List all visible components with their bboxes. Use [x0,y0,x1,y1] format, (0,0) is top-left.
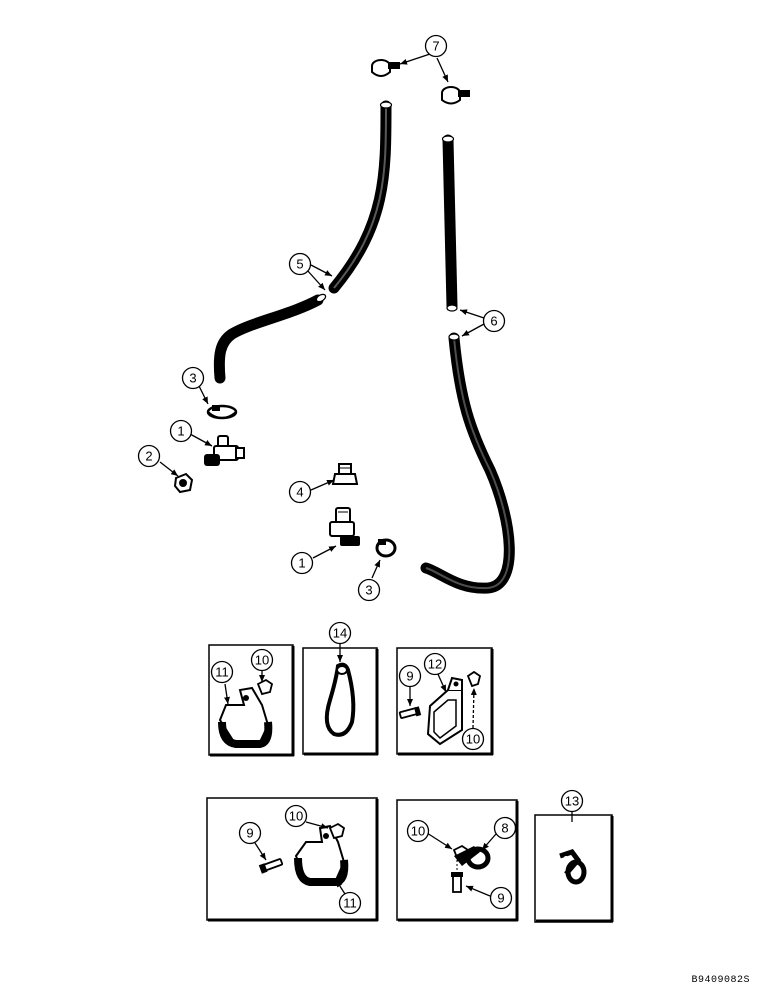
callout-label: 2 [145,449,152,464]
callout-label: 9 [406,669,413,684]
callout-1a: 1 [169,419,193,443]
callout-9c: 9 [489,886,513,910]
callout-label: 11 [215,665,229,680]
callout-label: 3 [365,583,372,598]
callout-7: 7 [424,34,448,58]
callout-12: 12 [423,652,447,676]
callout-5: 5 [288,252,312,276]
callout-9b: 9 [238,821,262,845]
hose-clamp-7b [441,86,470,105]
hose-6-upper [441,134,458,312]
callout-label: 10 [289,809,303,824]
hose-clamp-7a [371,59,400,77]
callout-label: 11 [343,896,357,911]
tee-fitting-1a [204,435,245,466]
callout-label: 4 [296,485,303,500]
figure-code: B9409082S [691,975,750,986]
callout-9a: 9 [398,664,422,688]
callout-label: 9 [497,891,504,906]
callout-label: 10 [466,732,480,747]
callout-3a: 3 [181,366,205,390]
hose-5-lower [213,293,327,384]
hose-6-lower [420,332,515,594]
plug-2 [173,472,194,494]
callout-11a: 11 [210,660,234,684]
plug-4 [331,463,359,485]
callout-10a: 10 [250,648,274,672]
callout-label: 8 [501,821,508,836]
callout-label: 9 [246,826,253,841]
callout-10b: 10 [461,727,485,751]
callout-1b: 1 [290,551,314,575]
callout-label: 5 [296,257,303,272]
callout-label: 10 [411,824,425,839]
callout-label: 6 [490,314,497,329]
leader-lines [159,52,573,897]
elbow-fitting-1b [329,507,360,546]
callout-8: 8 [493,816,517,840]
callout-label: 12 [428,657,442,672]
callout-11b: 11 [338,891,362,915]
callout-label: 7 [432,39,439,54]
callout-label: 1 [177,424,184,439]
callout-label: 10 [255,653,269,668]
callout-10d: 10 [406,819,430,843]
callout-label: 1 [298,556,305,571]
callout-14: 14 [328,621,352,645]
callout-13: 13 [560,789,584,813]
callout-label: 3 [189,371,196,386]
hose-clamp-3a [206,404,238,420]
hose-5-upper [328,100,393,294]
callout-4: 4 [288,480,312,504]
box-p-clamp-13 [534,814,614,923]
hose-clamp-3b [375,538,397,558]
callout-6: 6 [482,309,506,333]
box-strap-clamp-14 [302,647,379,756]
callout-2: 2 [137,444,161,468]
callout-label: 13 [565,794,579,809]
callout-label: 14 [333,626,347,641]
callout-10c: 10 [284,804,308,828]
callout-3b: 3 [357,578,381,602]
